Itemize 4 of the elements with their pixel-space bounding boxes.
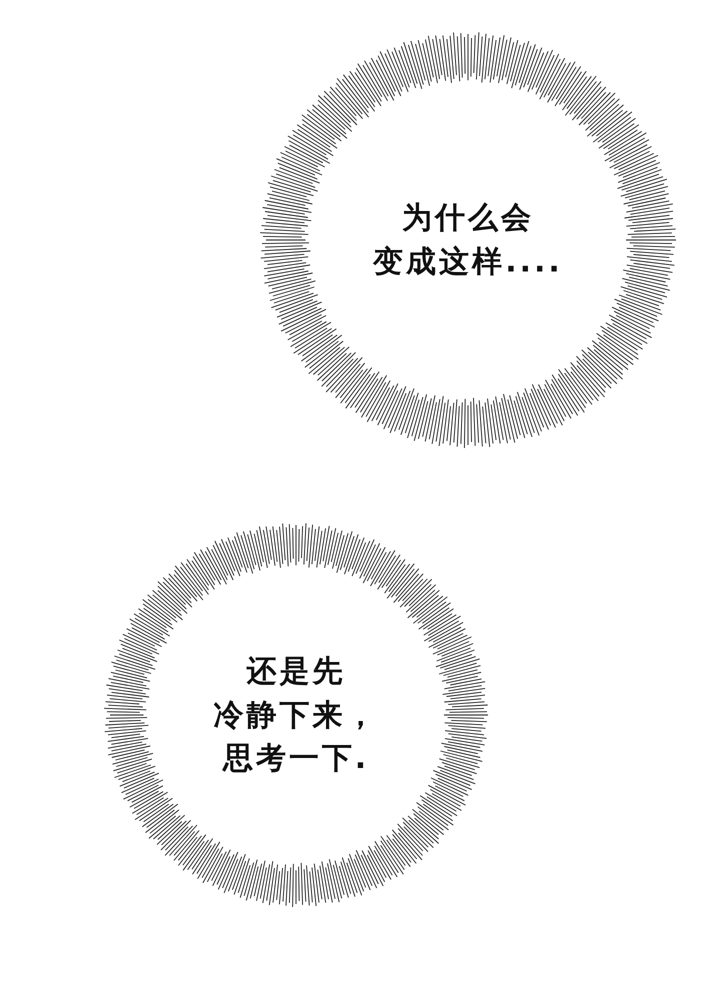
thought-bubble bbox=[104, 523, 488, 907]
thought-text: 还是先冷静下来，思考一下. bbox=[214, 652, 378, 778]
thought-text: 为什么会变成这样.... bbox=[373, 200, 563, 281]
thought-bubble bbox=[260, 32, 676, 448]
